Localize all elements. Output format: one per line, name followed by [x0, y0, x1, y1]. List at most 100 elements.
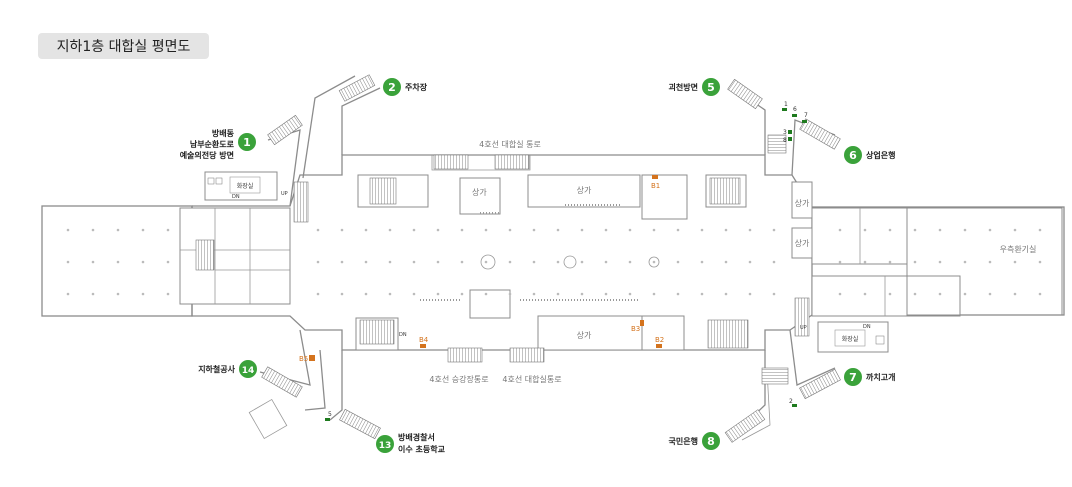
exit-13-marker[interactable]: 13 방배경찰서 이수 초등학교 [376, 432, 446, 454]
pillar [724, 260, 728, 264]
shop-label-right-lower: 상가 [795, 238, 810, 248]
pillar [652, 292, 656, 296]
pillar [748, 228, 752, 232]
pillar [963, 292, 967, 296]
pillar [913, 260, 917, 264]
pillar [652, 260, 656, 264]
pillar [988, 292, 992, 296]
pillar [141, 292, 145, 296]
pillar [316, 292, 320, 296]
exit-5-number: 5 [707, 81, 715, 94]
pillar [532, 260, 536, 264]
gate-code-2: 2 [789, 398, 793, 405]
pillar [580, 292, 584, 296]
pillar [364, 260, 368, 264]
shop-label-bottom: 상가 [577, 330, 592, 340]
pillar [166, 260, 170, 264]
pillar [772, 228, 776, 232]
pillar [340, 260, 344, 264]
pillar [91, 260, 95, 264]
exit-2-number: 2 [388, 81, 396, 94]
dn-label-bottom: DN [399, 332, 407, 338]
bottom-shops: DN 상가 [355, 289, 749, 351]
pillar [556, 292, 560, 296]
pillar [888, 260, 892, 264]
exit-1-marker[interactable]: 1 방배동 남부순환도로 예술의전당 방면 [180, 128, 256, 160]
pillar [676, 292, 680, 296]
pillar [412, 260, 416, 264]
gate-code-3: 3 [783, 129, 787, 136]
exit-2-marker[interactable]: 2 주차장 [383, 78, 428, 96]
up-label-left: UP [281, 191, 288, 197]
pillar [116, 260, 120, 264]
pillar [460, 228, 464, 232]
gate-code-6: 6 [793, 106, 797, 113]
pillar [66, 292, 70, 296]
pillar [532, 292, 536, 296]
pillar [1038, 228, 1042, 232]
exit-1-number: 1 [243, 136, 251, 149]
exit-8-marker[interactable]: 8 국민은행 [669, 432, 720, 450]
pillar [888, 292, 892, 296]
pillar [913, 292, 917, 296]
pillar [772, 260, 776, 264]
pillar [863, 292, 867, 296]
exit-2-label: 주차장 [405, 82, 428, 92]
exit-6-marker[interactable]: 6 상업은행 [844, 146, 895, 164]
gate-code-1: 1 [784, 101, 788, 108]
pillar [1038, 260, 1042, 264]
pillar [988, 228, 992, 232]
exit-6-label: 상업은행 [866, 150, 895, 160]
exit-13-number: 13 [379, 441, 392, 451]
exit-8-number: 8 [707, 435, 715, 448]
pillar [116, 292, 120, 296]
toilet-label-left: 화장실 [237, 182, 254, 190]
page-title: 지하1층 대합실 평면도 [38, 33, 209, 59]
left-rooms [179, 207, 291, 305]
pillar [484, 292, 488, 296]
pillar [938, 292, 942, 296]
exit-7-marker[interactable]: 7 까치고개 [844, 368, 895, 386]
pillar [364, 228, 368, 232]
pillar [412, 292, 416, 296]
exit-8-label: 국민은행 [669, 436, 698, 446]
pillar [676, 228, 680, 232]
pillar [724, 228, 728, 232]
pillar [604, 260, 608, 264]
pillar [66, 260, 70, 264]
exit-14-marker[interactable]: 14 지하철공사 [198, 360, 257, 378]
exit-5-marker[interactable]: 5 괴천방면 [669, 78, 720, 96]
pillar [838, 292, 842, 296]
pillar [556, 228, 560, 232]
pillar [412, 228, 416, 232]
toilet-label-right: 화장실 [842, 335, 859, 343]
code-b1: B1 [651, 182, 660, 190]
code-b5: B5 [299, 355, 308, 363]
passage-bottom-right-label: 4호선 대합실통로 [502, 374, 561, 384]
gate-code-8: 8 [783, 137, 787, 144]
shop-label-right-upper: 상가 [795, 198, 810, 208]
passage-bottom-left-label: 4호선 승강장통로 [429, 374, 488, 384]
code-b3: B3 [631, 325, 640, 333]
top-shops: 상가 상가 상가 상가 [357, 174, 813, 259]
shop-label-top-left: 상가 [472, 187, 487, 197]
pillar [938, 228, 942, 232]
exit-1-label-line3: 예술의전당 방면 [180, 150, 234, 160]
pillar [748, 260, 752, 264]
exit-7-number: 7 [849, 371, 857, 384]
pillar [913, 228, 917, 232]
right-toilet-room: 화장실 DN UP [794, 297, 889, 353]
pillar [436, 260, 440, 264]
pillar [484, 228, 488, 232]
exit-6-number: 6 [849, 149, 857, 162]
pillar [604, 228, 608, 232]
pillar [888, 228, 892, 232]
pillar [963, 260, 967, 264]
pillar [963, 228, 967, 232]
up-label-right: UP [800, 325, 807, 331]
pillar [652, 228, 656, 232]
pillar [436, 228, 440, 232]
pillar [484, 260, 488, 264]
pillar [628, 228, 632, 232]
